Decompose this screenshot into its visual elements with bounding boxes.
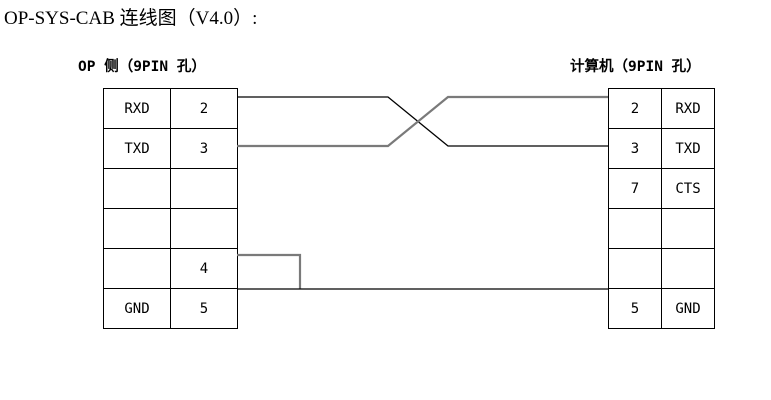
table-row: 5 GND xyxy=(608,288,715,329)
table-row: GND 5 xyxy=(103,288,238,329)
left-signal-cell: TXD xyxy=(103,128,171,169)
wire-rxd-to-txd xyxy=(237,96,608,147)
left-pin-cell: 5 xyxy=(170,288,238,329)
left-pin-cell xyxy=(170,168,238,209)
left-pin-cell: 2 xyxy=(170,88,238,129)
left-signal-cell xyxy=(103,168,171,209)
right-pin-cell: 3 xyxy=(608,128,662,169)
left-signal-cell: RXD xyxy=(103,88,171,129)
right-pin-table: 2 RXD 3 TXD 7 CTS 5 GND xyxy=(608,88,715,329)
table-row xyxy=(103,208,238,249)
right-signal-cell: GND xyxy=(661,288,715,329)
right-signal-cell: RXD xyxy=(661,88,715,129)
left-pin-cell: 4 xyxy=(170,248,238,289)
table-row xyxy=(608,208,715,249)
page-title: OP-SYS-CAB 连线图（V4.0）: xyxy=(4,8,258,29)
left-signal-cell xyxy=(103,248,171,289)
left-signal-cell: GND xyxy=(103,288,171,329)
right-pin-cell xyxy=(608,248,662,289)
right-pin-cell: 5 xyxy=(608,288,662,329)
table-row: 7 CTS xyxy=(608,168,715,209)
left-pin-table: RXD 2 TXD 3 4 GND 5 xyxy=(103,88,238,329)
table-row: TXD 3 xyxy=(103,128,238,169)
left-pin-cell xyxy=(170,208,238,249)
table-row: 4 xyxy=(103,248,238,289)
table-row: 2 RXD xyxy=(608,88,715,129)
table-row xyxy=(103,168,238,209)
wire-pin4-stub xyxy=(237,253,302,289)
left-pin-cell: 3 xyxy=(170,128,238,169)
table-row: 3 TXD xyxy=(608,128,715,169)
left-connector-header: OP 侧（9PIN 孔） xyxy=(78,59,206,75)
right-signal-cell: CTS xyxy=(661,168,715,209)
right-signal-cell xyxy=(661,248,715,289)
table-row xyxy=(608,248,715,289)
table-row: RXD 2 xyxy=(103,88,238,129)
right-pin-cell: 7 xyxy=(608,168,662,209)
right-connector-header: 计算机（9PIN 孔） xyxy=(570,59,701,75)
right-pin-cell: 2 xyxy=(608,88,662,129)
right-pin-cell xyxy=(608,208,662,249)
wire-txd-to-rxd xyxy=(237,95,608,148)
left-signal-cell xyxy=(103,208,171,249)
right-signal-cell xyxy=(661,208,715,249)
right-signal-cell: TXD xyxy=(661,128,715,169)
